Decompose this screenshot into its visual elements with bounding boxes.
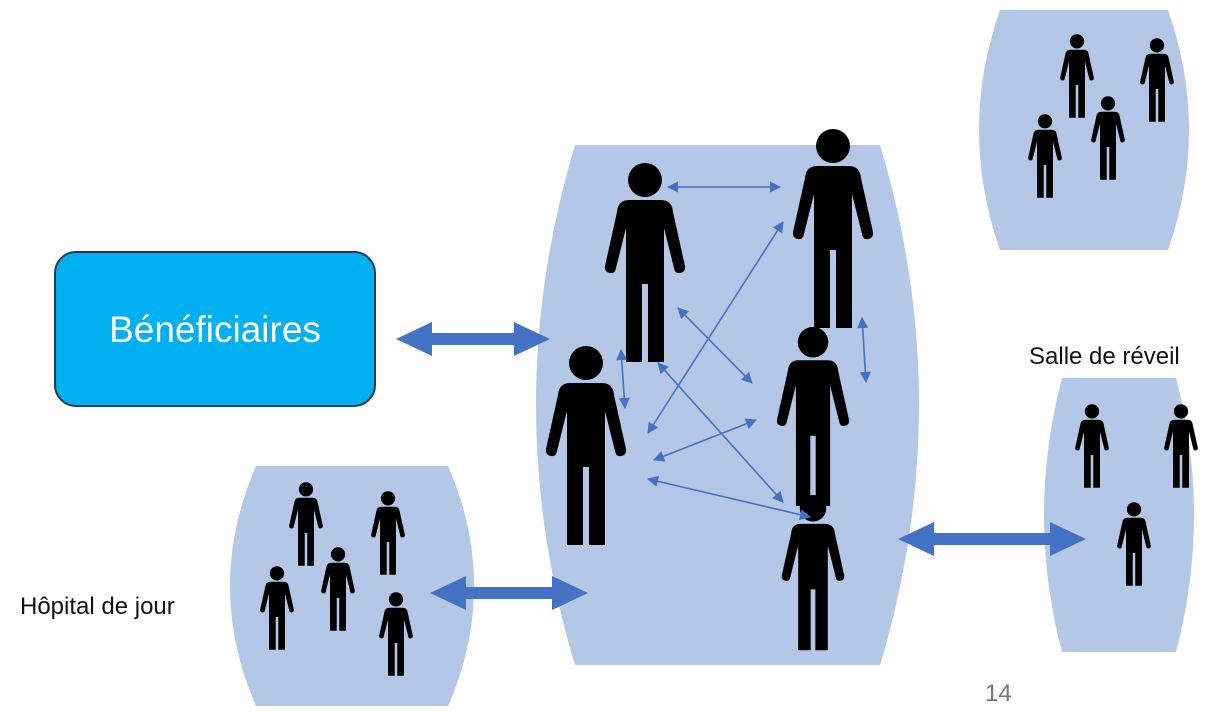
salle-label: Salle de réveil — [1029, 343, 1180, 370]
hopital-double-arrow — [430, 576, 588, 610]
double-arrow — [657, 362, 784, 503]
thick-arrows — [396, 322, 1086, 610]
salle-group-shape — [1044, 378, 1194, 652]
connection-arrows — [616, 181, 871, 521]
beneficiaires-double-arrow — [396, 322, 550, 356]
salle-double-arrow — [898, 522, 1086, 556]
beneficiaires-label: Bénéficiaires — [109, 308, 321, 350]
beneficiaires-box: Bénéficiaires — [54, 251, 376, 407]
hopital-label: Hôpital de jour — [20, 593, 175, 620]
double-arrow — [616, 348, 630, 410]
slide-number: 14 — [985, 680, 1012, 707]
double-arrow — [857, 316, 871, 384]
top-right-group-shape — [979, 10, 1189, 250]
